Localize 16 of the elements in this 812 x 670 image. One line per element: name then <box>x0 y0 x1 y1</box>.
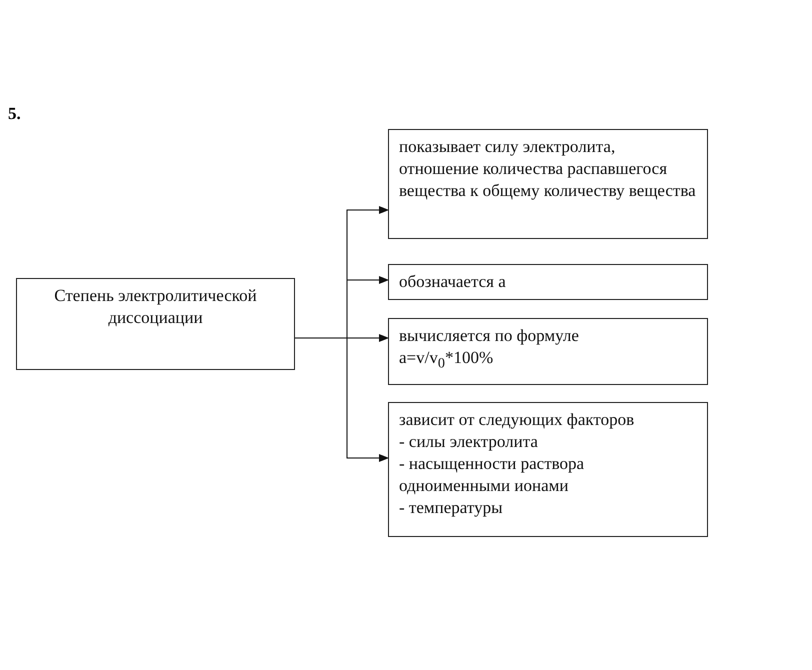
box-text: - насыщенности раствора одноименными ионами <box>399 453 586 497</box>
property-box <box>388 264 708 300</box>
box-text: показывает силу электролита, отношение количества распавшегося вещества к общему количеству вещества <box>399 136 697 202</box>
box-text: Степень электролитической диссоциации <box>53 285 258 329</box>
question-number: 5. <box>8 104 21 124</box>
box-text: - силы электролита <box>399 431 539 453</box>
property-box <box>388 129 708 239</box>
box-text: зависит от следующих факторов <box>399 409 636 431</box>
property-box <box>388 318 708 385</box>
box-text: обозначается a <box>399 271 507 293</box>
box-text: - температуры <box>399 497 504 519</box>
property-box <box>388 402 708 537</box>
concept-box <box>16 278 295 370</box>
arrow <box>294 338 389 462</box>
box-text: вычисляется по формуле <box>399 325 580 347</box>
box-text: a=v/v$_{0}$*100% <box>399 347 494 374</box>
